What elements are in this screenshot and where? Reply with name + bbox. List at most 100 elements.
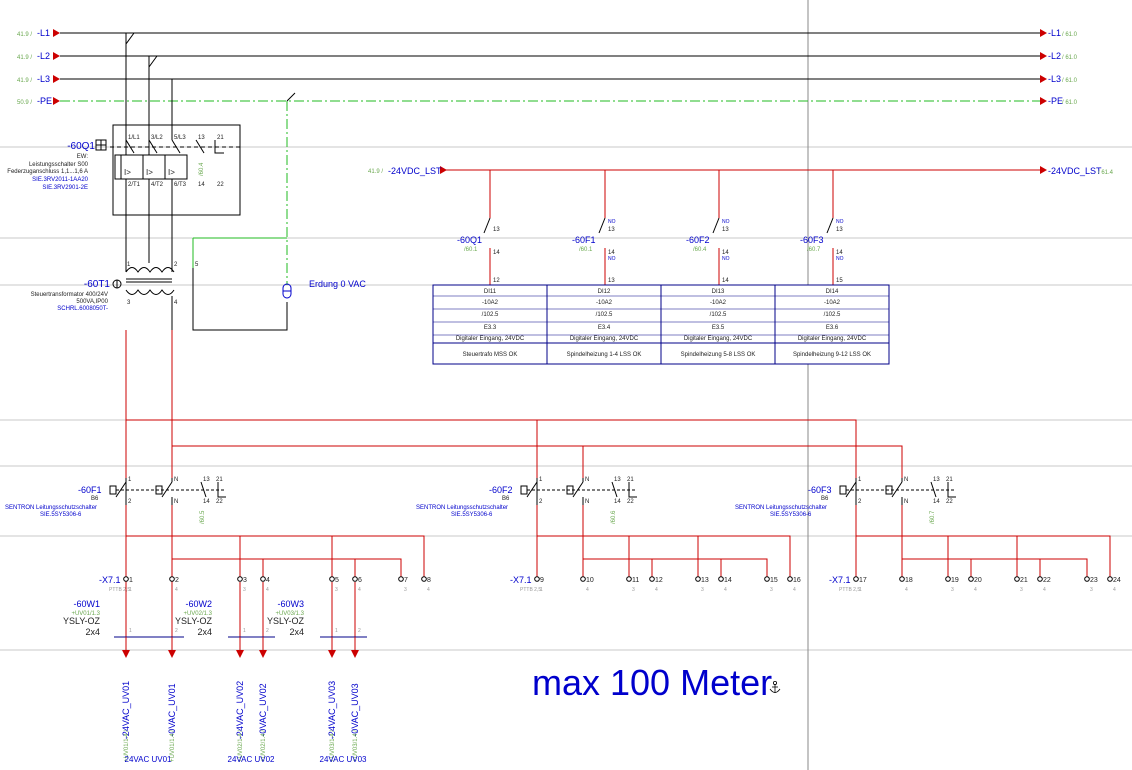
terminal-number: 19 — [951, 577, 959, 584]
cable-ref: +UV01/1.3 — [71, 611, 100, 617]
terminal-sub: 3 — [1020, 587, 1023, 593]
contact-pin-out: 15 — [836, 278, 843, 284]
io-address: E3.3 — [484, 325, 497, 331]
mcb-pin-bottom: N — [174, 499, 178, 505]
terminal-sub: 4 — [974, 587, 977, 593]
terminal-point — [534, 576, 540, 582]
contact-pin-out: 13 — [608, 278, 615, 284]
mcb-pin-top: 13 — [614, 477, 621, 483]
terminal-point — [398, 576, 404, 582]
cable-type: YSLY-OZ — [175, 616, 213, 626]
io-module: -10A2 — [824, 300, 841, 306]
output-ref: +UV03/1.4 / — [353, 730, 359, 762]
output-signal: -24VAC_UV03+UV03/1.4 / — [327, 637, 337, 762]
mcb-pin-top: 13 — [203, 477, 210, 483]
terminal-point — [945, 576, 951, 582]
io-module: -10A2 — [482, 300, 499, 306]
bus-label-right: -L2 — [1048, 51, 1061, 61]
breaker-pin-bottom: 2/T1 — [128, 182, 141, 188]
transformer-tag: -60T1 — [84, 279, 111, 290]
cable-core: 1 — [129, 628, 132, 634]
terminal-point — [968, 576, 974, 582]
contact-no-top: NO — [722, 219, 730, 225]
terminal-sub: 4 — [655, 587, 658, 593]
terminal-point — [1107, 576, 1113, 582]
mcb-pin-top: N — [174, 477, 178, 483]
bus-xref-left: 41.9 / — [17, 78, 32, 84]
io-module: -10A2 — [596, 300, 613, 306]
breaker-pin-top: 13 — [198, 135, 205, 141]
contact-xref: /60.4 — [693, 247, 707, 253]
terminal-point — [260, 576, 266, 582]
terminal-number: 9 — [540, 577, 544, 584]
terminal-sub: 4 — [175, 587, 178, 593]
bus-xref-left: 41.9 / — [17, 32, 32, 38]
mcb-pin-bottom: 22 — [627, 499, 634, 505]
cable-ref: +UV02/1.3 — [183, 611, 212, 617]
terminal-number: 14 — [724, 577, 732, 584]
terminal-point — [718, 576, 724, 582]
output-signal-label: -24VAC_UV01 — [121, 681, 131, 739]
cable-tag: -60W2 — [185, 599, 212, 609]
bus-arrow-right — [1040, 29, 1047, 37]
terminal-sub: 4 — [427, 587, 430, 593]
contact-pin-bottom: 14 — [493, 250, 500, 256]
mcb-pin-bottom: N — [904, 499, 908, 505]
terminal-number: 8 — [427, 577, 431, 584]
io-di: DI12 — [598, 289, 611, 295]
output-signal: -0VAC_UV01+UV01/1.4 / — [167, 637, 177, 762]
breaker-pin-bottom: 6/T3 — [174, 182, 187, 188]
terminal-number: 24 — [1113, 577, 1121, 584]
group-label: 24VAC UV02 — [228, 755, 276, 764]
mcb-rating: B6 — [91, 496, 99, 502]
terminal-sub: 3 — [632, 587, 635, 593]
dc-bus: 41.9 / -24VDC_LST -24VDC_LST / 61.4 -60Q… — [368, 166, 1114, 285]
mcb-pin-bottom: 2 — [539, 499, 543, 505]
terminal-sub: 4 — [586, 587, 589, 593]
transformer-pin: 3 — [127, 300, 131, 306]
io-di: DI11 — [484, 289, 497, 295]
terminal-point — [580, 576, 586, 582]
breaker-desc1: Leistungsschalter S00 — [29, 162, 89, 168]
mcb-rating: B6 — [821, 496, 829, 502]
contact-pin-bottom: 14 — [722, 250, 729, 256]
cable-size: 2x4 — [85, 627, 100, 637]
breaker-pin-bottom: 4/T2 — [151, 182, 164, 188]
breaker-pin-top: 1/L1 — [128, 135, 140, 141]
bus-label-right: -L1 — [1048, 28, 1061, 38]
group-label: 24VAC UV01 — [125, 755, 173, 764]
terminal-sub: 4 — [724, 587, 727, 593]
terminal-point — [787, 576, 793, 582]
breaker-trip-symbol: I> — [168, 168, 175, 177]
bus-arrow-left — [53, 75, 60, 83]
earthing-label: Erdung 0 VAC — [309, 279, 366, 289]
io-page: /102.5 — [482, 312, 499, 318]
io-address: E3.5 — [712, 325, 725, 331]
contact-xref: /60.7 — [807, 247, 821, 253]
bus-arrow-right — [1040, 52, 1047, 60]
terminal-number: 12 — [655, 577, 663, 584]
terminal-sub: 1 — [859, 587, 862, 593]
mcb-pin-top: 1 — [128, 477, 132, 483]
terminal-tag: -X7.1 — [829, 575, 851, 585]
contact-pin-out: 14 — [722, 278, 729, 284]
mcb-desc: SENTRON Leitungsschutzschalter — [416, 505, 508, 511]
mcb-tag: -60F1 — [78, 485, 102, 495]
mcb-tag: -60F2 — [489, 485, 513, 495]
terminal-sub: 1 — [129, 587, 132, 593]
contact-tag: -60F2 — [686, 235, 710, 245]
transformer-pin: 4 — [174, 300, 178, 306]
